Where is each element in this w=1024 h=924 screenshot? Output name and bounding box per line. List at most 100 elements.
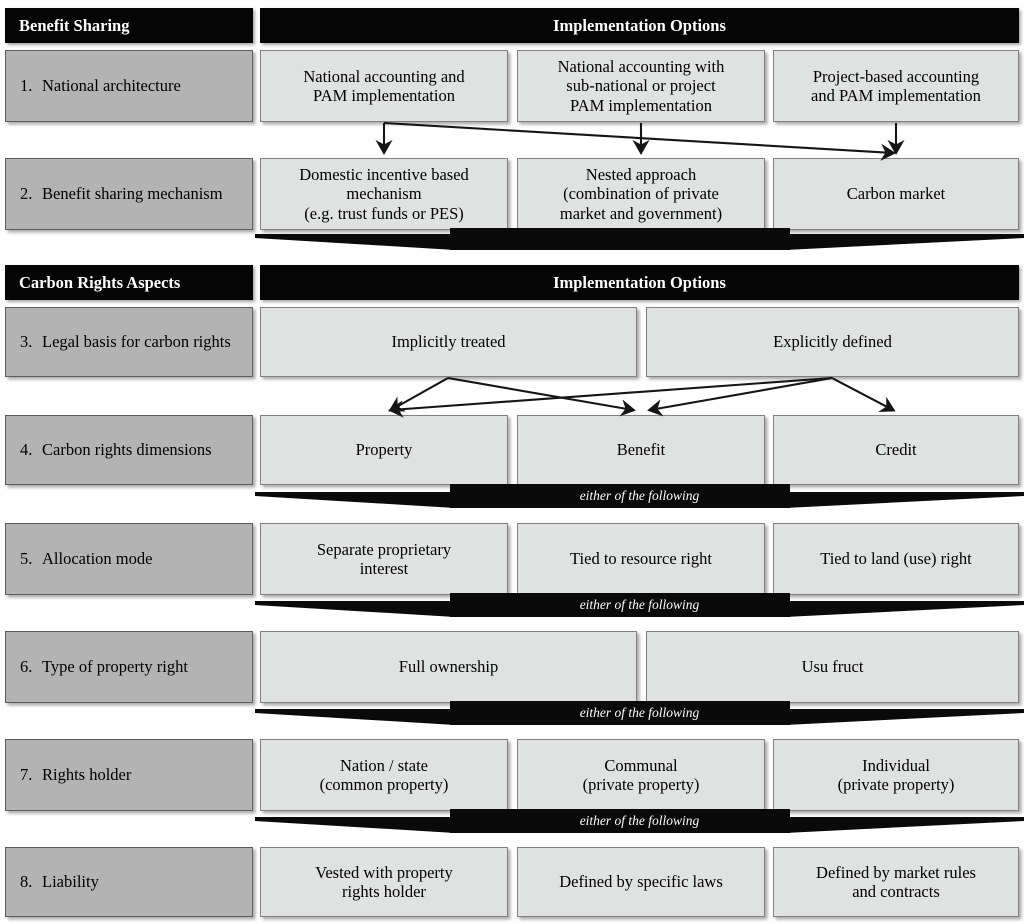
arrow-r3c2-to-r4c2	[647, 376, 833, 417]
option-line: Vested with property	[315, 862, 453, 882]
separator-after-row-7: either of the following	[255, 809, 1024, 837]
aspect-number-1: 1.	[20, 75, 33, 95]
option-line: Tied to resource right	[570, 549, 712, 569]
separator-label: either of the following	[579, 705, 700, 720]
option-line: PAM implementation	[313, 86, 455, 105]
separator-after-row-4: either of the following	[255, 484, 1024, 512]
aspect-label-3: Legal basis for carbon rights	[42, 331, 231, 351]
aspect-number-3: 3.	[20, 331, 33, 351]
option-r7c2[interactable]: Communal (private property)	[517, 739, 765, 811]
section-header-implementation-options-2: Implementation Options	[260, 265, 1019, 300]
option-line: Communal	[604, 755, 678, 775]
aspect-number-5: 5.	[20, 548, 33, 568]
option-line: Implicitly treated	[391, 332, 506, 352]
arrow-r1c1-to-r2c3	[383, 121, 896, 161]
aspect-row-7: 7. Rights holder	[5, 739, 253, 811]
option-line: market and government)	[559, 203, 723, 223]
separator-after-row-6: either of the following	[255, 701, 1024, 729]
option-r1c2[interactable]: National accounting with sub-national or…	[517, 50, 765, 122]
option-line: Tied to land (use) right	[820, 549, 972, 569]
section-header-benefit-sharing: Benefit Sharing	[5, 8, 253, 43]
section-header-implementation-options-1: Implementation Options	[260, 8, 1019, 43]
option-line: Carbon market	[846, 184, 946, 204]
aspect-row-4: 4. Carbon rights dimensions	[5, 415, 253, 485]
option-line: PAM implementation	[570, 95, 712, 115]
aspect-number-8: 8.	[20, 871, 33, 891]
aspect-label-1: National architecture	[42, 75, 181, 95]
option-r7c1[interactable]: Nation / state (common property)	[260, 739, 508, 811]
option-line: rights holder	[342, 882, 426, 901]
option-r6c2[interactable]: Usu fruct	[646, 631, 1019, 703]
aspect-number-7: 7.	[20, 764, 33, 784]
option-line: Benefit	[616, 440, 666, 460]
option-r8c3[interactable]: Defined by market rules and contracts	[773, 847, 1019, 917]
arrow-r3c2-to-r4c1	[388, 376, 833, 418]
option-line: mechanism	[346, 184, 422, 204]
option-r5c1[interactable]: Separate proprietary interest	[260, 523, 508, 595]
option-r2c2[interactable]: Nested approach (combination of private …	[517, 158, 765, 230]
option-line: Defined by market rules	[816, 862, 976, 882]
option-line: Nation / state	[340, 755, 428, 775]
option-r2c3[interactable]: Carbon market	[773, 158, 1019, 230]
option-line: (e.g. trust funds or PES)	[304, 203, 464, 223]
option-line: Individual	[862, 755, 930, 775]
option-line: National accounting and	[303, 66, 465, 86]
option-line: Full ownership	[398, 657, 499, 677]
option-line: and PAM implementation	[811, 86, 981, 105]
arrow-r3c1-to-r4c2	[447, 376, 636, 417]
aspect-label-6: Type of property right	[42, 656, 188, 676]
aspect-row-6: 6. Type of property right	[5, 631, 253, 703]
option-line: Nested approach	[585, 165, 697, 185]
option-line: interest	[359, 559, 409, 578]
option-r4c3[interactable]: Credit	[773, 415, 1019, 485]
option-r4c2[interactable]: Benefit	[517, 415, 765, 485]
section-header-carbon-rights-aspects: Carbon Rights Aspects	[5, 265, 253, 300]
option-r4c1[interactable]: Property	[260, 415, 508, 485]
aspect-label-4: Carbon rights dimensions	[42, 439, 212, 459]
option-line: sub-national or project	[566, 76, 716, 96]
separator-after-row-5: either of the following	[255, 593, 1024, 621]
separator-label: either of the following	[579, 813, 700, 828]
arrow-r3c1-to-r4c1	[388, 377, 449, 412]
aspect-row-8: 8. Liability	[5, 847, 253, 917]
option-line: Property	[355, 440, 413, 460]
aspect-row-1: 1. National architecture	[5, 50, 253, 122]
arrow-r3c2-to-r4c3	[831, 377, 896, 412]
option-r5c3[interactable]: Tied to land (use) right	[773, 523, 1019, 595]
aspect-row-5: 5. Allocation mode	[5, 523, 253, 595]
separator-after-row-2	[255, 228, 1024, 254]
option-line: National accounting with	[557, 57, 725, 77]
option-line: Domestic incentive based	[299, 165, 469, 185]
option-r2c1[interactable]: Domestic incentive based mechanism (e.g.…	[260, 158, 508, 230]
option-line: Defined by specific laws	[559, 872, 723, 892]
option-line: and contracts	[852, 882, 940, 901]
aspect-label-2: Benefit sharing mechanism	[42, 183, 223, 203]
option-line: (private property)	[837, 775, 955, 794]
aspect-number-6: 6.	[20, 656, 33, 676]
option-r7c3[interactable]: Individual (private property)	[773, 739, 1019, 811]
option-r3c1[interactable]: Implicitly treated	[260, 307, 637, 377]
aspect-row-3: 3. Legal basis for carbon rights	[5, 307, 253, 377]
option-r3c2[interactable]: Explicitly defined	[646, 307, 1019, 377]
option-line: Separate proprietary	[316, 539, 452, 559]
option-r8c2[interactable]: Defined by specific laws	[517, 847, 765, 917]
option-line: (common property)	[319, 775, 449, 794]
separator-label: either of the following	[579, 488, 700, 503]
separator-label: either of the following	[579, 597, 700, 612]
option-line: Usu fruct	[801, 657, 864, 677]
aspect-row-2: 2. Benefit sharing mechanism	[5, 158, 253, 230]
aspect-number-4: 4.	[20, 439, 33, 459]
option-r1c1[interactable]: National accounting and PAM implementati…	[260, 50, 508, 122]
option-line: Project-based accounting	[812, 66, 980, 86]
aspect-number-2: 2.	[20, 183, 33, 203]
option-line: Explicitly defined	[773, 332, 892, 352]
option-r8c1[interactable]: Vested with property rights holder	[260, 847, 508, 917]
option-line: (private property)	[582, 775, 700, 794]
aspect-label-7: Rights holder	[42, 764, 132, 784]
option-r6c1[interactable]: Full ownership	[260, 631, 637, 703]
option-r5c2[interactable]: Tied to resource right	[517, 523, 765, 595]
aspect-label-8: Liability	[42, 871, 99, 891]
option-r1c3[interactable]: Project-based accounting and PAM impleme…	[773, 50, 1019, 122]
option-line: (combination of private	[563, 184, 719, 204]
